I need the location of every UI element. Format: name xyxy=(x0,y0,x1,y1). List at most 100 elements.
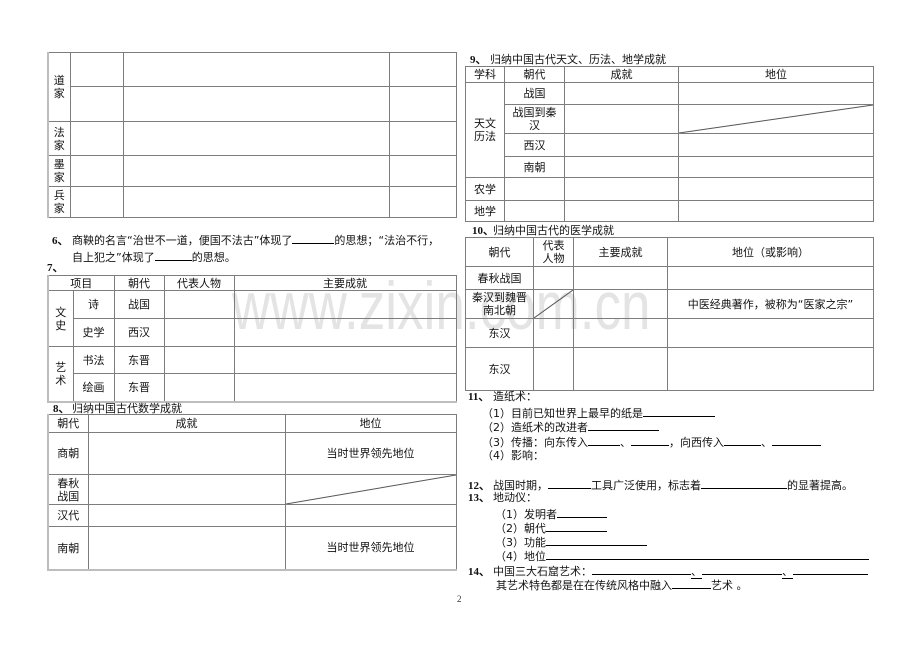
question-text: 工具广泛使用，标志着 xyxy=(591,479,701,492)
header-status: 地位（或影响） xyxy=(667,237,874,267)
empty-cell xyxy=(233,290,457,319)
dynasty-label: 春秋战国 xyxy=(57,476,80,503)
empty-cell xyxy=(573,289,668,319)
empty-cell xyxy=(233,346,457,374)
separator: 、 xyxy=(782,565,793,579)
answer-blank xyxy=(154,250,192,261)
status-cell xyxy=(667,347,874,391)
table-row: 战国到秦汉 xyxy=(466,104,874,134)
dynasty-label: 战国 xyxy=(523,87,546,101)
question-11-item-1: （1）目前已知世界上最早的纸是 xyxy=(482,406,715,420)
empty-cell xyxy=(564,104,679,134)
empty-cell xyxy=(87,474,286,505)
status-cell xyxy=(667,318,874,348)
dynasty-label: 南朝 xyxy=(523,160,546,174)
empty-cell xyxy=(69,86,124,122)
question-6-line-1: 6、商鞅的名言“治世不一道，便国不法古”体现了的思想；“法治不行， xyxy=(52,233,439,247)
item-label: （4）地位 xyxy=(495,550,546,563)
table-row: 汉代 xyxy=(47,504,457,527)
table-row: 南朝 xyxy=(466,156,874,178)
answer-blank xyxy=(643,406,715,417)
header-dynasty: 朝代 xyxy=(47,414,89,433)
item-cell: 绘画 xyxy=(72,373,115,402)
table-row: 史学 西汉 xyxy=(48,318,457,347)
empty-cell xyxy=(564,133,679,157)
table-row: 绘画 东晋 xyxy=(48,373,457,402)
question-14-line-2: 其艺术特色都是在在传统风格中融入艺术 。 xyxy=(496,578,748,592)
answer-blank xyxy=(546,521,607,532)
empty-cell xyxy=(533,266,574,290)
item-label: （1）目前已知世界上最早的纸是 xyxy=(482,407,643,420)
dynasty-cell: 春秋战国 xyxy=(47,474,89,505)
question-text: 商鞅的名言“治世不一道，便国不法古”体现了 xyxy=(72,234,293,247)
empty-cell xyxy=(504,200,565,222)
empty-cell xyxy=(564,156,679,178)
separator: 、 xyxy=(691,565,702,579)
table-row: 春秋战国 xyxy=(47,474,457,505)
status-cell: 当时世界领先地位 xyxy=(284,526,457,570)
dynasty-cell: 战国 xyxy=(113,290,165,319)
question-11-title: 11、造纸术： xyxy=(468,390,537,404)
question-number: 14、 xyxy=(468,566,490,578)
empty-cell xyxy=(678,200,874,222)
question-11-item-2: （2）造纸术的改进者 xyxy=(482,420,659,434)
empty-cell xyxy=(163,373,235,402)
category-label: 艺术 xyxy=(55,360,67,387)
table-header-row: 朝代 代表人物 主要成就 地位（或影响） xyxy=(465,237,874,267)
dynasty-cell: 南朝 xyxy=(47,526,89,570)
question-number: 7、 xyxy=(47,262,64,274)
subject-cell: 农学 xyxy=(465,177,505,201)
empty-cell xyxy=(122,155,390,187)
dynasty-cell: 战国到秦汉 xyxy=(504,104,565,134)
empty-cell xyxy=(233,373,457,402)
empty-cell xyxy=(87,432,286,475)
subject-label: 天文历法 xyxy=(474,117,496,143)
question-11-item-4: （4）影响： xyxy=(482,449,544,463)
question-text: 的显著提高。 xyxy=(787,479,853,492)
section-title: 造纸术： xyxy=(493,390,537,403)
empty-cell xyxy=(163,346,235,374)
empty-cell xyxy=(388,186,457,218)
category-label: 文史 xyxy=(55,305,67,332)
dynasty-label: 南朝 xyxy=(57,541,80,555)
question-8-title: 8、归纳中国古代数学成就 xyxy=(53,402,182,416)
table-row: 兵家 xyxy=(47,186,457,218)
empty-cell xyxy=(69,52,124,87)
dynasty-cell: 东汉 xyxy=(465,318,534,348)
item-text: ，向西传入 xyxy=(669,436,724,449)
table-row: 西汉 xyxy=(466,133,874,157)
answer-blank xyxy=(631,435,669,446)
empty-cell xyxy=(69,121,124,156)
table-row: 东汉 xyxy=(465,318,874,348)
item-cell: 史学 xyxy=(72,318,115,347)
table-row: 墨家 xyxy=(47,155,457,187)
empty-cell xyxy=(87,526,286,570)
answer-blank xyxy=(292,233,335,244)
dynasty-cell: 西汉 xyxy=(504,133,565,157)
header-achievement: 主要成就 xyxy=(573,237,668,267)
table-row: 天文历法 战国 xyxy=(465,82,874,178)
empty-cell xyxy=(564,82,679,105)
header-person-label: 代表人物 xyxy=(542,239,565,265)
empty-cell xyxy=(87,504,286,527)
dynasty-label: 东汉 xyxy=(488,326,511,340)
empty-cell xyxy=(678,156,874,178)
table-row: 商朝 当时世界领先地位 xyxy=(47,432,457,475)
subject-cell: 地学 xyxy=(465,200,505,222)
question-number: 13、 xyxy=(468,492,490,504)
empty-cell xyxy=(69,155,124,187)
table-row: 文史 诗 战国 xyxy=(47,290,457,347)
school-label: 法家 xyxy=(53,125,65,152)
empty-cell xyxy=(573,347,668,391)
category-cell: 文史 xyxy=(47,290,74,347)
dynasty-label: 东汉 xyxy=(488,362,511,376)
dynasty-cell: 秦汉到魏晋南北朝 xyxy=(465,289,534,319)
empty-cell xyxy=(233,318,457,347)
empty-cell xyxy=(122,121,390,156)
header-item: 项目 xyxy=(47,275,115,291)
subject-cell: 天文历法 xyxy=(465,82,505,178)
question-number: 12、 xyxy=(468,480,490,492)
school-cell: 法家 xyxy=(47,121,71,156)
question-number: 9、 xyxy=(470,54,487,66)
question-13-item-4: （4）地位 xyxy=(495,549,869,563)
